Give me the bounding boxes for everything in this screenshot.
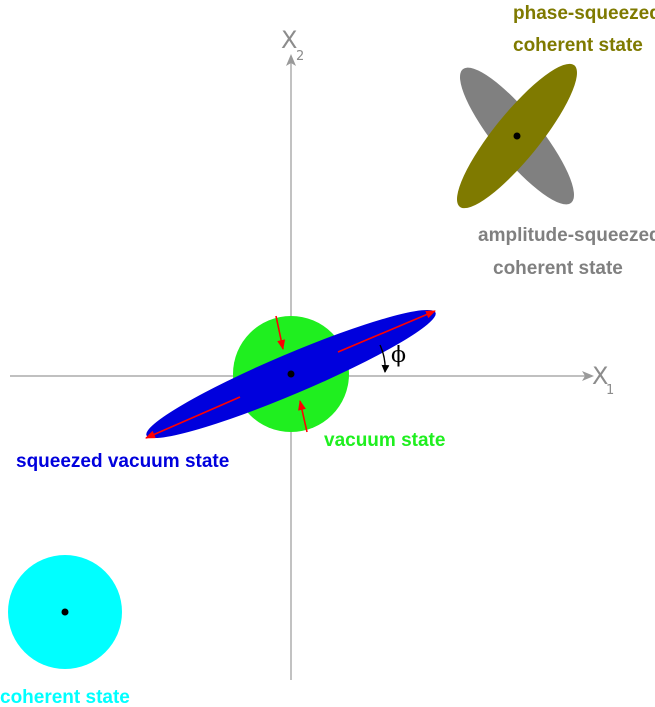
antisqueeze-arrow-lower <box>145 396 241 439</box>
amplitude-squeezed-label-line2: coherent state <box>493 258 623 279</box>
squeezed-vacuum-state-label: squeezed vacuum state <box>16 451 229 472</box>
coherent-state-label: coherent state <box>0 687 130 707</box>
phase-squeezed-label-line1: phase-squeezed <box>513 3 655 24</box>
phase-squeezed-label-line2: coherent state <box>513 35 643 56</box>
squeezed-coherent-center-dot <box>513 132 521 140</box>
x2-axis-label: X <box>281 26 297 54</box>
amplitude-squeezed-label-line1: amplitude-squeezed <box>478 225 655 246</box>
x2-axis-subscript: 2 <box>296 49 304 64</box>
squeeze-arrow-bottom <box>298 400 308 433</box>
antisqueeze-arrow-upper <box>337 310 436 353</box>
origin-dot <box>287 370 295 378</box>
coherent-state-center-dot <box>61 608 69 616</box>
angle-arc <box>379 344 390 373</box>
angle-phi-label: ϕ <box>391 343 406 368</box>
squeeze-arrow-top <box>275 315 286 350</box>
x1-axis-label: X <box>592 362 608 390</box>
x1-axis-subscript: 1 <box>606 383 614 398</box>
vacuum-state-label: vacuum state <box>324 430 445 451</box>
